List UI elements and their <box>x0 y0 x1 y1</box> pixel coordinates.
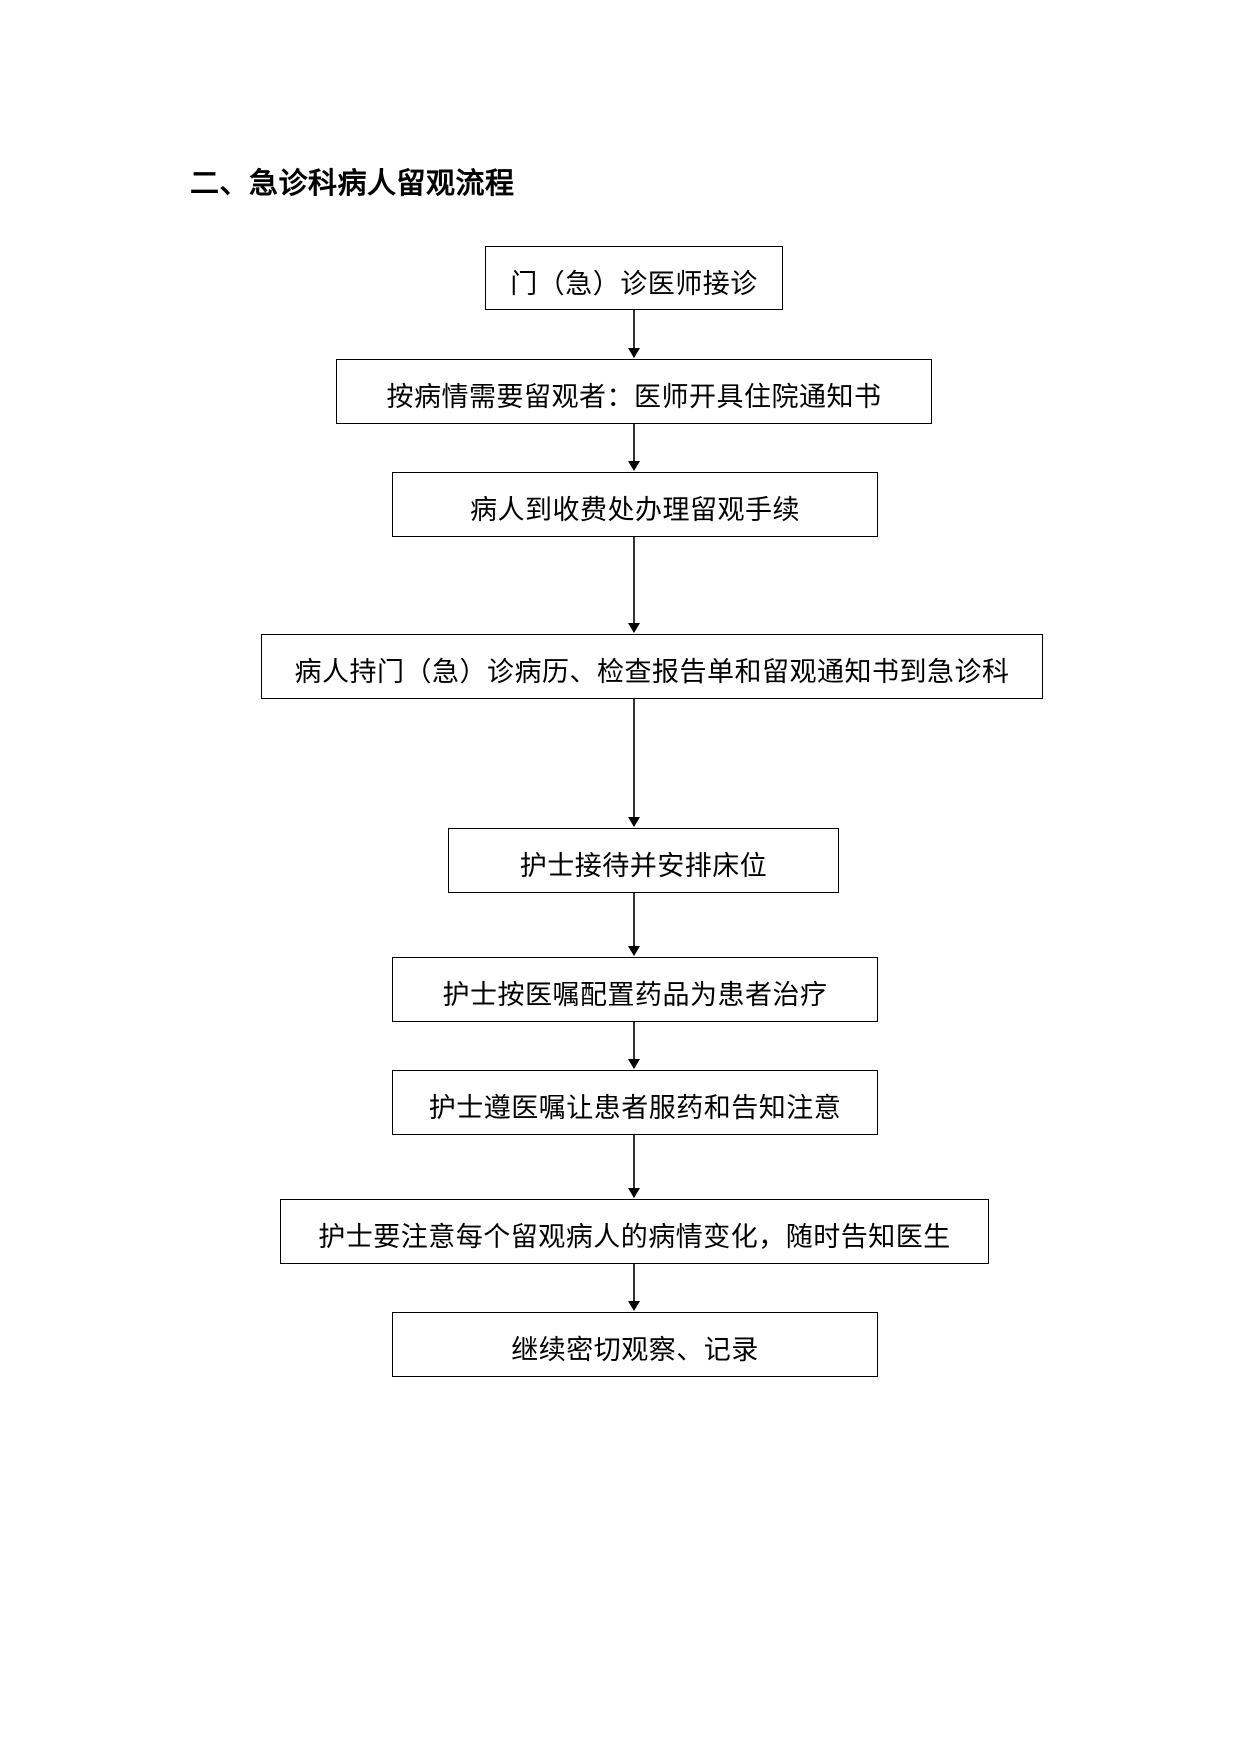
flow-step-3: 病人到收费处办理留观手续 <box>392 472 878 537</box>
flow-step-label: 继续密切观察、记录 <box>511 1335 759 1366</box>
flow-step-8: 护士要注意每个留观病人的病情变化，随时告知医生 <box>280 1199 989 1264</box>
flow-step-label: 病人持门（急）诊病历、检查报告单和留观通知书到急诊科 <box>294 657 1010 688</box>
flow-step-7: 护士遵医嘱让患者服药和告知注意 <box>392 1070 878 1135</box>
flow-step-label: 按病情需要留观者：医师开具住院通知书 <box>386 382 882 413</box>
flow-step-label: 护士遵医嘱让患者服药和告知注意 <box>428 1093 842 1124</box>
flow-step-label: 护士接待并安排床位 <box>519 851 768 882</box>
flow-step-label: 护士按医嘱配置药品为患者治疗 <box>442 980 828 1011</box>
flow-step-label: 护士要注意每个留观病人的病情变化，随时告知医生 <box>318 1222 951 1253</box>
flow-step-9: 继续密切观察、记录 <box>392 1312 878 1377</box>
flow-step-1: 门（急）诊医师接诊 <box>485 246 783 310</box>
page-title: 二、急诊科病人留观流程 <box>190 166 515 200</box>
flow-step-label: 门（急）诊医师接诊 <box>510 268 758 300</box>
flow-step-label: 病人到收费处办理留观手续 <box>470 495 800 526</box>
flow-step-4: 病人持门（急）诊病历、检查报告单和留观通知书到急诊科 <box>261 634 1043 699</box>
flow-step-5: 护士接待并安排床位 <box>448 828 839 893</box>
flow-step-6: 护士按医嘱配置药品为患者治疗 <box>392 957 878 1022</box>
flow-step-2: 按病情需要留观者：医师开具住院通知书 <box>336 359 932 424</box>
